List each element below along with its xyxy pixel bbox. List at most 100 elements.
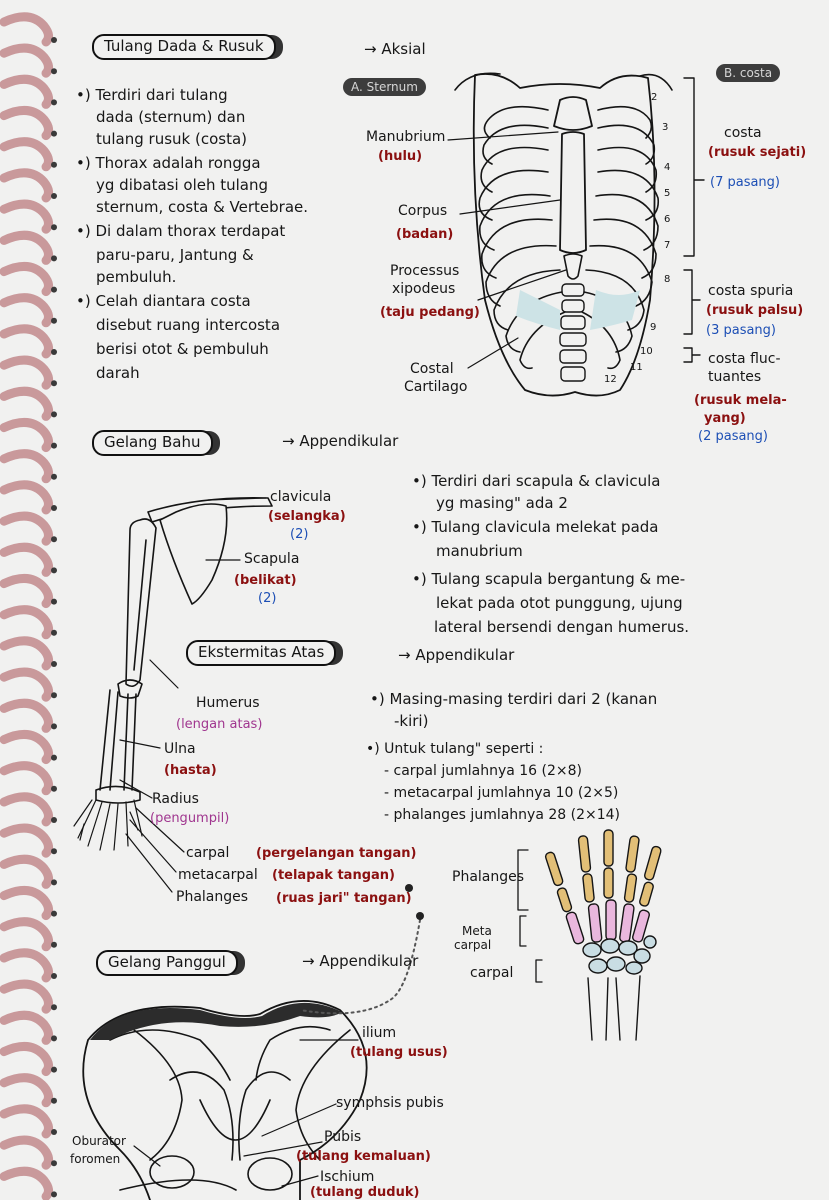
label-scapula-count: (2) xyxy=(258,591,277,606)
shoulder-bullet-7: lateral bersendi dengan humerus. xyxy=(434,618,690,636)
category-aksial: → Aksial xyxy=(364,40,426,58)
label-processus-id: (taju pedang) xyxy=(380,305,480,320)
spiral-ring xyxy=(0,106,54,141)
heading-thorax: Tulang Dada & Rusuk xyxy=(92,34,276,60)
label-radius: Radius xyxy=(152,791,199,807)
spiral-ring xyxy=(0,823,54,858)
hand-drawing xyxy=(517,829,662,1041)
limb-bullet-1: •) Masing-masing terdiri dari 2 (kanan xyxy=(370,690,658,708)
punch-hole xyxy=(51,255,57,262)
rib-number: 3 xyxy=(662,122,669,133)
punch-hole xyxy=(51,317,57,324)
spiral-ring xyxy=(0,449,54,484)
spiral-ring xyxy=(0,1073,54,1108)
limb-bullet-4: - carpal jumlahnya 16 (2×8) xyxy=(384,763,583,779)
punch-hole xyxy=(51,130,57,137)
spiral-ring xyxy=(0,698,54,733)
label-cartilage-1: Costal xyxy=(410,361,454,377)
limb-bullet-6: - phalanges jumlahnya 28 (2×14) xyxy=(384,807,620,823)
rib-cage-drawing xyxy=(447,72,705,397)
thorax-bullet-8: paru-paru, Jantung & xyxy=(96,246,254,264)
punch-hole xyxy=(51,380,57,387)
label-costa-fluct-1: costa fluc- xyxy=(708,351,781,367)
label-phalanges: Phalanges xyxy=(176,889,249,905)
thorax-bullet-3: tulang rusuk (costa) xyxy=(96,130,248,148)
pelvis-drawing xyxy=(82,884,424,1200)
punch-hole xyxy=(51,629,57,636)
spiral-ring xyxy=(0,1166,54,1200)
punch-hole xyxy=(51,1066,57,1073)
punch-hole xyxy=(51,161,57,168)
shoulder-bullet-3: •) Tulang clavicula melekat pada xyxy=(412,518,659,536)
rib-number: 10 xyxy=(640,346,653,357)
spiral-ring xyxy=(0,293,54,328)
punch-hole xyxy=(51,1129,57,1135)
thorax-bullet-5: yg dibatasi oleh tulang xyxy=(96,176,269,194)
label-ulna-id: (hasta) xyxy=(164,763,217,778)
rib-number: 6 xyxy=(664,214,671,225)
label-processus-1: Processus xyxy=(390,263,460,279)
spiral-ring xyxy=(0,854,54,889)
punch-hole xyxy=(51,224,57,231)
punch-hole xyxy=(51,1191,57,1198)
thorax-bullet-12: berisi otot & pembuluh xyxy=(96,340,269,358)
label-costa-fluct-count: (2 pasang) xyxy=(698,429,768,444)
punch-hole xyxy=(51,692,57,699)
punch-hole xyxy=(51,910,57,917)
spiral-ring xyxy=(0,230,54,265)
label-humerus: Humerus xyxy=(196,695,260,711)
label-ischium-id: (tulang duduk) xyxy=(310,1185,420,1200)
spiral-ring xyxy=(0,480,54,515)
hand-label-phalanges: Phalanges xyxy=(452,869,525,885)
spiral-ring xyxy=(0,386,54,421)
label-obturator-2: foromen xyxy=(70,1152,121,1166)
spiral-ring xyxy=(0,355,54,390)
category-appendikular-1: → Appendikular xyxy=(282,432,399,450)
punch-hole xyxy=(51,536,57,543)
label-carpal: carpal xyxy=(186,845,230,861)
punch-hole xyxy=(51,411,57,418)
label-corpus-id: (badan) xyxy=(396,227,454,242)
label-pubis-id: (tulang kemaluan) xyxy=(296,1149,431,1164)
spiral-ring xyxy=(0,605,54,640)
punch-hole xyxy=(51,785,57,792)
spiral-ring xyxy=(0,542,54,577)
punch-hole xyxy=(51,286,57,293)
shoulder-bullet-5: •) Tulang scapula bergantung & me- xyxy=(412,570,686,588)
punch-hole xyxy=(51,442,57,449)
thorax-bullet-6: sternum, costa & Vertebrae. xyxy=(96,198,309,216)
rib-number: 9 xyxy=(650,322,657,333)
label-ilium-id: (tulang usus) xyxy=(350,1045,448,1060)
label-humerus-id: (lengan atas) xyxy=(176,717,263,732)
punch-hole xyxy=(51,973,57,979)
spiral-ring xyxy=(0,511,54,546)
heading-ekstermitas-atas: Ekstermitas Atas xyxy=(186,640,337,666)
rib-number: 7 xyxy=(664,240,671,251)
punch-hole xyxy=(51,754,57,761)
hand-label-meta-2: carpal xyxy=(454,938,492,952)
spiral-ring xyxy=(0,1042,54,1077)
label-pubis: Pubis xyxy=(324,1129,362,1145)
spiral-ring xyxy=(0,1104,54,1139)
spiral-ring xyxy=(0,12,54,47)
rib-number: 12 xyxy=(604,374,617,385)
label-cartilage-2: Cartilago xyxy=(404,379,468,395)
label-carpal-id: (pergelangan tangan) xyxy=(256,846,417,861)
label-ilium: ilium xyxy=(362,1025,397,1041)
hand-label-carpal: carpal xyxy=(470,965,514,981)
label-corpus: Corpus xyxy=(398,203,448,219)
heading-gelang-panggul: Gelang Panggul xyxy=(96,950,238,976)
label-metacarpal: metacarpal xyxy=(178,867,258,883)
spiral-ring xyxy=(0,917,54,952)
label-clavicula-id: (selangka) xyxy=(268,509,346,524)
limb-bullet-5: - metacarpal jumlahnya 10 (2×5) xyxy=(384,785,619,801)
punch-hole xyxy=(51,473,57,480)
label-costa-fluct-2: tuantes xyxy=(708,369,762,385)
punch-hole xyxy=(51,567,57,574)
label-costa-vera-id: (rusuk sejati) xyxy=(708,145,807,160)
spiral-ring xyxy=(0,574,54,609)
label-obturator-1: Oburator xyxy=(72,1134,126,1148)
punch-hole xyxy=(51,193,57,199)
punch-hole xyxy=(51,1160,57,1167)
punch-hole xyxy=(51,1097,57,1104)
